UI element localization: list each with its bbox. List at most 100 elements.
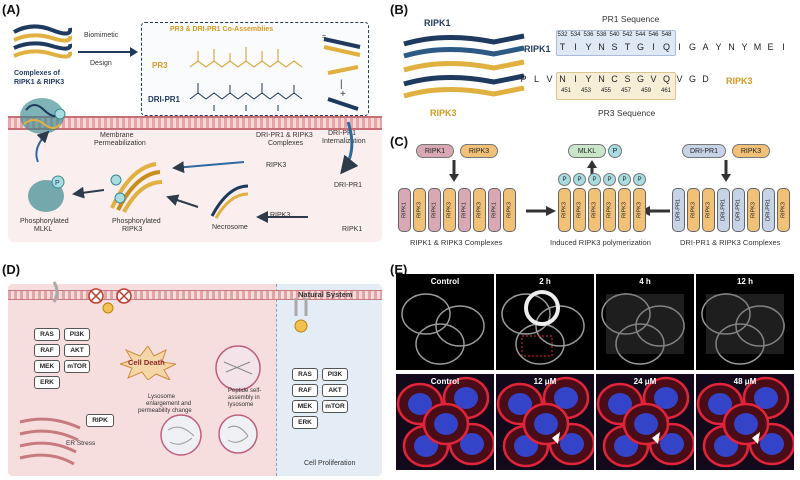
er-stress-label: ER Stress <box>66 440 96 447</box>
protein-structure-icon <box>20 98 66 134</box>
complex-block: RIPK3 <box>473 188 486 232</box>
micrograph-label: 12 h <box>736 277 753 286</box>
coassembly-box: PR3 & DRI-PR1 Co-Assemblies PR3 DRI-PR1 … <box>141 22 369 116</box>
pr1-sequence-box <box>556 30 676 56</box>
residue: Q <box>662 42 670 52</box>
complex-block: DRI-PR1 <box>672 188 685 232</box>
complex-block: RIPK3 <box>588 188 601 232</box>
cell-gray-icon <box>601 293 685 365</box>
caption-left: RIPK1 & RIPK3 Complexes <box>410 238 503 247</box>
residue-number: 457 <box>620 88 631 94</box>
micrograph-label: 24 μM <box>633 377 657 386</box>
ripk3-pill: RIPK3 <box>460 144 498 158</box>
svg-text:P: P <box>55 180 60 187</box>
lysosome-enlarged-icon <box>160 414 202 456</box>
panel-d: (D) Natural System Cell Death Lysosome e… <box>2 262 382 476</box>
micrograph-label: 12 μM <box>533 377 557 386</box>
ripk3-title: RIPK3 <box>430 108 457 118</box>
lysosome-label: Lysosome <box>148 394 176 400</box>
complex-block: RIPK1 <box>398 188 411 232</box>
phospho-marker: P <box>588 173 601 186</box>
pathway-arrows <box>35 121 359 223</box>
panel-c-letter: (C) <box>390 134 409 149</box>
panel-e-letter: (E) <box>390 262 408 277</box>
residue: I <box>782 42 785 52</box>
micrograph: 12 μM <box>496 374 594 470</box>
residue: I <box>574 74 577 84</box>
phospho-marker: P <box>573 173 586 186</box>
complex-block: RIPK3 <box>603 188 616 232</box>
dri-pr1-small-label: DRI-PR1 <box>334 182 363 189</box>
receptor-inhibition-icon <box>52 281 132 314</box>
cell-stain-icon <box>596 376 694 468</box>
right-arrow-icon <box>526 206 556 216</box>
membrane-perm-label: Membrane <box>100 132 134 139</box>
cell-death-burst-icon <box>120 346 176 380</box>
natural-system-label: Natural System <box>298 290 353 299</box>
design-label: Design <box>90 60 112 67</box>
residue: G <box>636 74 644 84</box>
kinase-box: MEK <box>34 360 60 373</box>
residue-number: 534 <box>570 32 581 38</box>
residue: N <box>728 42 735 52</box>
ripk1-pill: RIPK1 <box>416 144 454 158</box>
residue-number: 536 <box>583 32 594 38</box>
necrosome-label: Necrosome <box>212 224 248 231</box>
lysosome-label-3: permeability change <box>138 408 192 414</box>
ripk1-label-a: RIPK1 <box>342 226 363 233</box>
pr3-label: PR3 <box>152 61 168 70</box>
dri-pr1-label: DRI-PR1 <box>148 95 181 104</box>
panel-b: (B) RIPK1 RIPK3 PR1 Sequence PR3 Sequenc… <box>390 2 795 127</box>
peptide-label-2: assembly in <box>228 395 260 401</box>
micrograph-label: 2 h <box>539 277 551 286</box>
phospho-ripk3-label-2: RIPK3 <box>122 226 143 233</box>
complex-block: RIPK1 <box>488 188 501 232</box>
residue: Y <box>741 42 748 52</box>
lysosome-label-2: enlargement and <box>146 401 192 407</box>
residue-number: 538 <box>596 32 607 38</box>
cell-gray-icon <box>401 293 485 365</box>
receptor-natural-icon <box>294 298 308 333</box>
complex-block: RIPK1 <box>458 188 471 232</box>
dri-complexes-label: DRI-PR1 & RIPK3 <box>256 132 313 139</box>
ripk3-label-a2: RIPK3 <box>270 212 291 219</box>
residue-number: 455 <box>600 88 611 94</box>
pr1-seq-label: PR1 Sequence <box>602 14 660 24</box>
residue: Y <box>715 42 722 52</box>
residue: V <box>650 74 657 84</box>
complex-block: RIPK3 <box>747 188 760 232</box>
residue-number: 459 <box>640 88 651 94</box>
residue-number: 548 <box>661 32 672 38</box>
phospho-mlkl-icon: P <box>28 175 65 212</box>
residue: P <box>520 74 527 84</box>
panel-b-letter: (B) <box>390 2 409 17</box>
phospho-ripk3-label: Phosphorylated <box>112 218 161 225</box>
phospho-marker: P <box>558 173 571 186</box>
complex-block: DRI-PR1 <box>762 188 775 232</box>
ripk1-title: RIPK1 <box>424 18 451 28</box>
ripk-ribbon-icon <box>13 24 72 59</box>
membrane-perm-label-2: Permeabilization <box>94 140 146 147</box>
assembly-strands-icon: = | + <box>322 34 361 111</box>
caption-right: DRI-PR1 & RIPK3 Complexes <box>680 238 781 247</box>
complex-block: RIPK3 <box>687 188 700 232</box>
phospho-ripk3-icon <box>110 162 163 213</box>
complex-block: RIPK3 <box>558 188 571 232</box>
residue: V <box>676 74 683 84</box>
complex-block: RIPK3 <box>618 188 631 232</box>
dri-complexes-label-2: Complexes <box>268 140 304 147</box>
residue-number: 542 <box>622 32 633 38</box>
kinase-box: MEK <box>292 400 318 413</box>
residue-number: 540 <box>609 32 620 38</box>
panel-a-letter: (A) <box>2 2 21 17</box>
phospho-marker: P <box>603 173 616 186</box>
complex-block: DRI-PR1 <box>717 188 730 232</box>
phospho-marker: P <box>633 173 646 186</box>
residue: Y <box>585 74 592 84</box>
residue: I <box>678 42 681 52</box>
micrograph: 48 μM <box>696 374 794 470</box>
residue-number: 461 <box>660 88 671 94</box>
complex-block: RIPK3 <box>573 188 586 232</box>
